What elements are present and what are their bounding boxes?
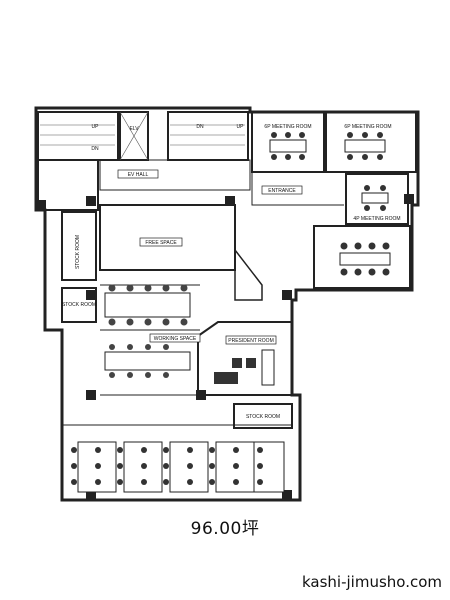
label-up-right: UP <box>237 124 245 130</box>
stock-room-bottom <box>233 403 293 429</box>
label-entrance: ENTRANCE <box>268 188 296 194</box>
label-ev-hall: EV HALL <box>128 172 149 178</box>
core-block <box>37 159 99 211</box>
label-meeting-room-2: 6P MEETING ROOM <box>344 124 391 130</box>
label-stock-room-bottom: STOCK ROOM <box>246 414 280 420</box>
stair-right <box>167 111 249 161</box>
stair-left <box>37 111 119 161</box>
label-stock-room-top: STOCK ROOM <box>75 235 81 269</box>
meeting-room-1 <box>251 111 325 173</box>
stock-room-mid <box>61 287 97 323</box>
label-president-room: PRESIDENT ROOM <box>228 338 273 344</box>
label-meeting-room-1: 6P MEETING ROOM <box>264 124 311 130</box>
large-meeting <box>313 225 411 289</box>
site-watermark: kashi-jimusho.com <box>301 573 442 591</box>
label-elv: ELV <box>129 126 139 132</box>
label-stock-room-mid: STOCK ROOM <box>62 302 96 308</box>
floor-area-label: 96.00坪 <box>190 519 260 539</box>
entrance-wall <box>251 172 344 206</box>
free-space-room <box>99 204 236 271</box>
label-meeting-room-3: 4P MEETING ROOM <box>353 216 400 222</box>
label-free-space: FREE SPACE <box>145 240 177 246</box>
ev-hall <box>99 159 251 191</box>
label-dn-left: DN <box>91 146 99 152</box>
label-dn-right: DN <box>196 124 204 130</box>
label-up-left: UP <box>92 124 100 130</box>
label-working-space: WORKING SPACE <box>154 336 197 342</box>
president-room <box>197 321 293 396</box>
meeting-room-2 <box>325 111 417 173</box>
diagonal-wall <box>234 247 263 301</box>
stock-room-top <box>61 211 97 281</box>
